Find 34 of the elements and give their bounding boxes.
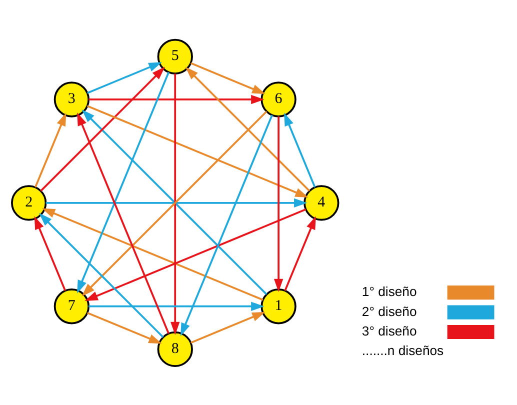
legend-label: 2° diseño bbox=[362, 303, 417, 318]
arrow bbox=[84, 208, 306, 300]
arrow bbox=[42, 208, 264, 300]
node-circle: 6 bbox=[260, 81, 296, 117]
node-circle: 4 bbox=[304, 184, 340, 220]
arrow bbox=[88, 94, 264, 104]
arrow bbox=[34, 216, 66, 290]
arrow bbox=[190, 311, 266, 344]
arrow bbox=[88, 301, 264, 310]
arrow bbox=[77, 71, 170, 293]
arrow bbox=[34, 112, 66, 188]
arrow bbox=[86, 104, 308, 198]
arrow bbox=[284, 216, 316, 290]
node-circle: 8 bbox=[157, 330, 193, 367]
node-circle: 3 bbox=[54, 81, 90, 117]
arrow bbox=[170, 73, 180, 334]
legend-label: 3° diseño bbox=[362, 322, 417, 338]
node-circle: 1 bbox=[260, 288, 296, 324]
arrow bbox=[284, 112, 316, 188]
arrow bbox=[180, 114, 273, 336]
arrow bbox=[274, 116, 284, 292]
arrow bbox=[38, 212, 164, 338]
node-circle: 7 bbox=[54, 288, 90, 324]
node-circle: 2 bbox=[11, 184, 47, 220]
node-circle: 5 bbox=[157, 38, 193, 74]
arrow bbox=[77, 112, 170, 334]
arrow bbox=[40, 66, 165, 192]
legend-label: 1° diseño bbox=[362, 284, 417, 299]
arrow bbox=[185, 66, 310, 192]
legend-label: .......n diseños bbox=[362, 342, 444, 358]
arrow bbox=[190, 62, 266, 94]
arrow bbox=[87, 312, 162, 344]
arrow bbox=[87, 62, 162, 94]
arrow bbox=[46, 198, 308, 208]
